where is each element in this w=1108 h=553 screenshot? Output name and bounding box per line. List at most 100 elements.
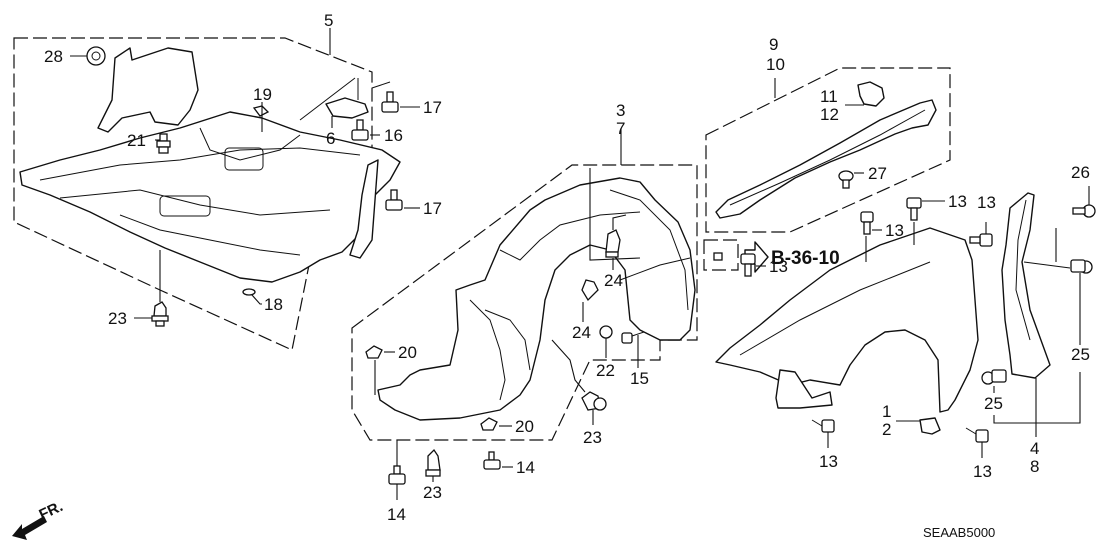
bolt-17a — [381, 91, 399, 113]
callout-13: 13 — [885, 221, 904, 240]
leader-line — [371, 81, 391, 89]
leader-23b-a — [551, 339, 586, 393]
callout-18: 18 — [264, 295, 283, 314]
bolt-16 — [351, 119, 369, 141]
plate-rib — [199, 127, 301, 161]
callout-23: 23 — [423, 483, 442, 502]
front-arrow-icon — [12, 516, 47, 540]
leader-25-bracket — [993, 372, 1081, 424]
bolt-13d — [969, 233, 993, 247]
fender-crease — [739, 261, 931, 356]
callout-13: 13 — [769, 257, 788, 276]
callout-5: 5 — [324, 11, 333, 30]
plate-rib — [119, 214, 301, 256]
clip-25a — [1070, 259, 1093, 274]
liner-rib — [499, 211, 641, 261]
clip-19 — [252, 105, 270, 117]
under-cover-brace — [349, 159, 379, 259]
bolt-17b — [385, 189, 403, 211]
bolt-14b — [483, 451, 501, 470]
screw-15 — [621, 331, 645, 344]
leader-24a-b — [612, 214, 627, 230]
plug-22 — [599, 325, 613, 339]
callout-17: 17 — [423, 98, 442, 117]
front-label: FR. — [37, 498, 66, 524]
bolt-13a — [906, 197, 922, 221]
clip-ref — [713, 252, 723, 261]
clip-24a — [605, 229, 621, 258]
callout-27: 27 — [868, 164, 887, 183]
group-5-outline — [13, 37, 373, 351]
callout-13: 13 — [819, 452, 838, 471]
bolt-13e — [811, 419, 835, 433]
callout-14: 14 — [516, 458, 535, 477]
grommet-28 — [86, 46, 106, 66]
callout-13: 13 — [977, 193, 996, 212]
leader-liner — [589, 168, 641, 261]
callout-7: 7 — [616, 119, 625, 138]
callout-labels: 5 28 19 17 6 16 21 17 18 23 3 7 24 24 22… — [44, 11, 1090, 540]
clip-23c — [425, 448, 441, 477]
liner-rib — [469, 299, 506, 401]
fender-bracket-front — [775, 369, 833, 409]
callout-21: 21 — [127, 131, 146, 150]
callout-17: 17 — [423, 199, 442, 218]
plate-rib — [59, 189, 331, 216]
splash-shield — [97, 47, 199, 133]
fender-bracket-rear — [919, 417, 941, 435]
callout-16: 16 — [384, 126, 403, 145]
callout-3: 3 — [616, 101, 625, 120]
callout-14: 14 — [387, 505, 406, 524]
clip-26 — [1072, 204, 1096, 218]
callout-23: 23 — [583, 428, 602, 447]
front-fender — [715, 227, 979, 413]
callout-26: 26 — [1071, 163, 1090, 182]
bolt-13f — [965, 427, 989, 443]
callout-24: 24 — [604, 271, 623, 290]
fender-support-group — [703, 67, 951, 273]
seal-rib — [1015, 199, 1031, 341]
callout-22: 22 — [596, 361, 615, 380]
callout-9: 9 — [769, 35, 778, 54]
callout-2: 2 — [882, 420, 891, 439]
bolt-13c — [740, 253, 756, 277]
fender-group — [715, 197, 993, 458]
leader-line — [299, 77, 356, 121]
callout-28: 28 — [44, 47, 63, 66]
group-9-10-outline — [705, 67, 951, 233]
callout-6: 6 — [326, 129, 335, 148]
callout-19: 19 — [253, 85, 272, 104]
bolt-21 — [156, 133, 171, 154]
bolt-14a — [388, 465, 406, 485]
plate-opening — [159, 195, 211, 217]
front-direction-indicator: FR. — [12, 498, 66, 540]
callout-15: 15 — [630, 369, 649, 388]
fender-liner-group — [351, 128, 698, 500]
clip-24b — [581, 279, 599, 302]
group-3-7-outline — [351, 164, 698, 441]
callout-8: 8 — [1030, 457, 1039, 476]
liner-rib — [619, 257, 691, 281]
plate-rib — [39, 147, 361, 181]
callout-12: 12 — [820, 105, 839, 124]
ref-box — [703, 239, 739, 271]
rail-rib — [729, 109, 926, 206]
clip-23b — [581, 391, 607, 411]
callout-13: 13 — [948, 192, 967, 211]
callout-10: 10 — [766, 55, 785, 74]
fender-support-rail — [715, 99, 937, 219]
callout-4: 4 — [1030, 439, 1039, 458]
liner-rib — [484, 309, 531, 371]
plate-opening — [224, 147, 264, 171]
under-cover-group — [13, 28, 420, 351]
clip-18 — [242, 288, 256, 296]
liner-rib — [609, 189, 689, 311]
callout-20: 20 — [398, 343, 417, 362]
callout-11: 11 — [820, 87, 838, 106]
clip-27 — [838, 170, 854, 189]
leader-seal-25 — [1023, 261, 1071, 269]
fender-seal-group — [981, 186, 1096, 437]
fender-side-seal — [1001, 192, 1051, 379]
reference-link[interactable]: B-36-10 — [771, 248, 840, 269]
nut-20b — [480, 417, 498, 431]
